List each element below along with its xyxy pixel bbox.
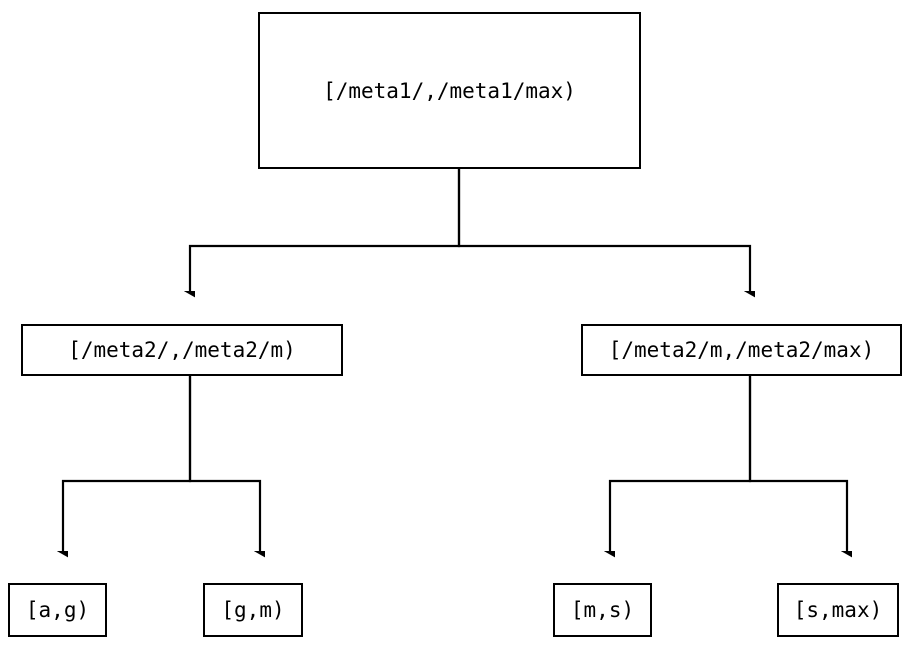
- node-leaf-gm[interactable]: [g,m): [203, 583, 303, 637]
- edge-meta2-high-to-leaf-ms: [610, 376, 752, 551]
- node-leaf-smax-label: [s,max): [793, 598, 883, 622]
- node-root[interactable]: [/meta1/,/meta1/max): [258, 12, 641, 169]
- node-root-label: [/meta1/,/meta1/max): [323, 78, 576, 103]
- node-leaf-ag[interactable]: [a,g): [8, 583, 107, 637]
- edge-meta2-high-to-leaf-smax: [748, 376, 847, 551]
- node-meta2-high-label: [/meta2/m,/meta2/max): [608, 338, 875, 362]
- node-meta2-low-label: [/meta2/,/meta2/m): [68, 338, 296, 362]
- node-meta2-high[interactable]: [/meta2/m,/meta2/max): [581, 324, 902, 376]
- edge-root-to-meta2-low: [190, 169, 461, 291]
- node-leaf-ms-label: [m,s): [570, 598, 635, 622]
- node-leaf-ag-label: [a,g): [25, 598, 90, 622]
- node-leaf-gm-label: [g,m): [221, 598, 285, 622]
- edge-root-to-meta2-high: [457, 169, 750, 291]
- edge-meta2-low-to-leaf-ag: [63, 376, 192, 551]
- node-meta2-low[interactable]: [/meta2/,/meta2/m): [21, 324, 343, 376]
- edge-meta2-low-to-leaf-gm: [188, 376, 260, 551]
- node-leaf-ms[interactable]: [m,s): [553, 583, 652, 637]
- node-leaf-smax[interactable]: [s,max): [777, 583, 899, 637]
